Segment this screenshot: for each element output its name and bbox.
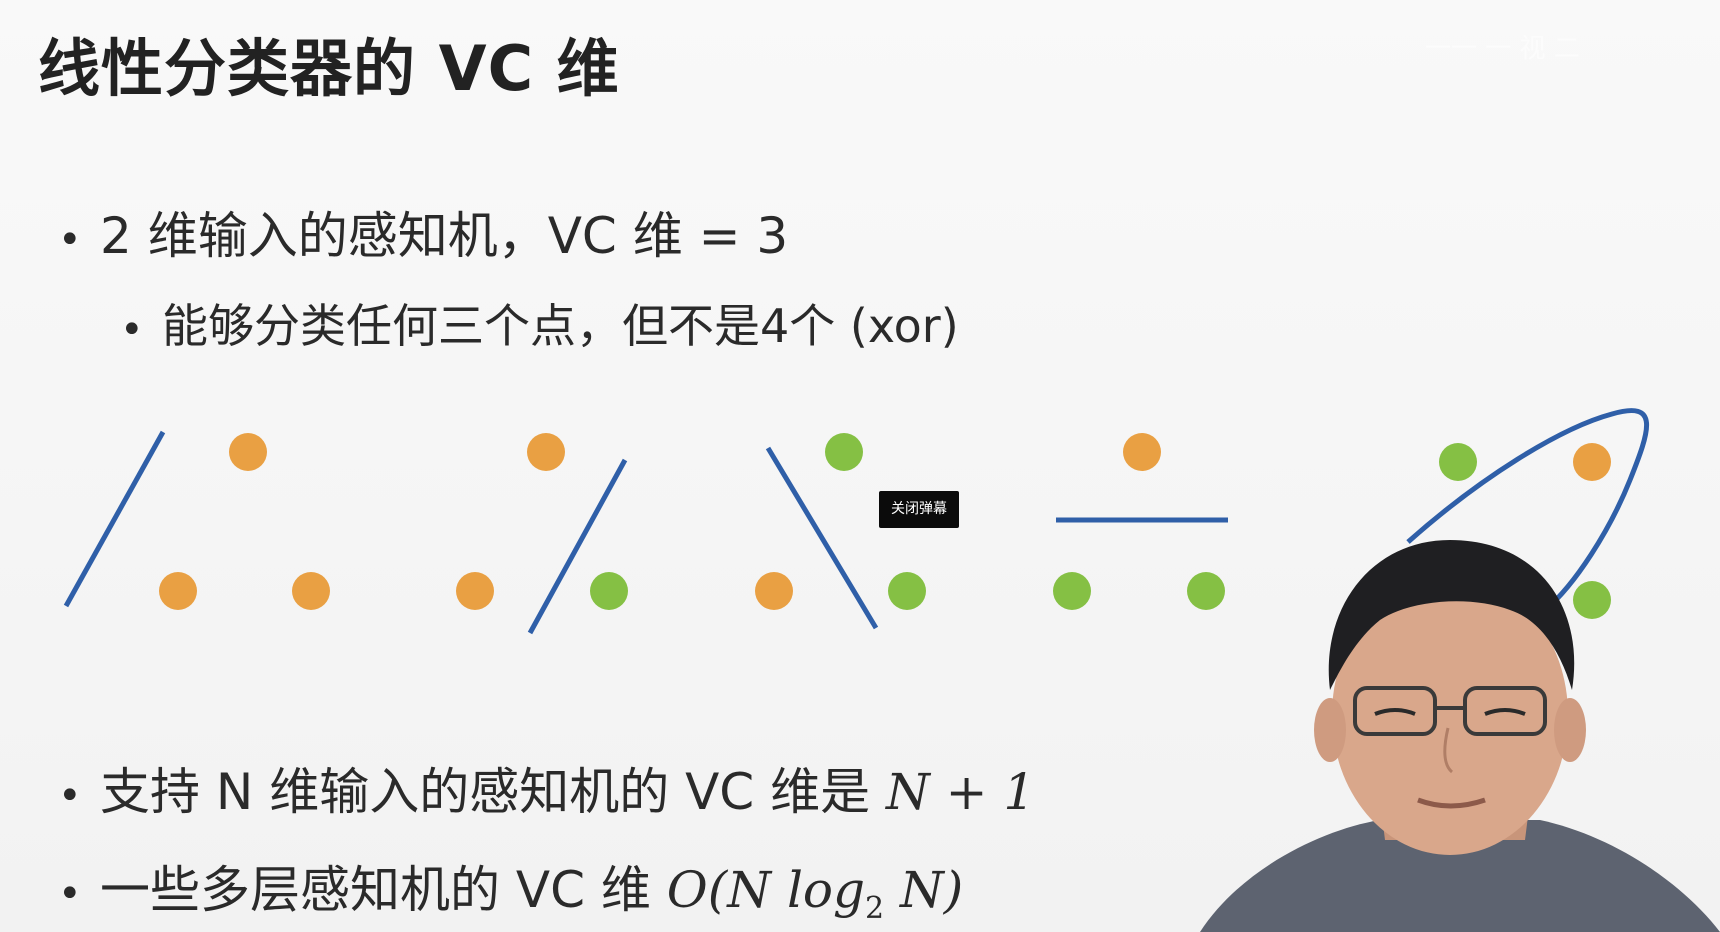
bullet-dot: •	[58, 772, 82, 819]
sub-bullet-xor: • 能够分类任何三个点，但不是4个 (xor)	[120, 290, 959, 356]
separator-line	[765, 446, 879, 630]
presenter-eye	[1484, 708, 1526, 716]
orange-point	[292, 572, 330, 610]
orange-point	[1573, 443, 1611, 481]
separator-line	[63, 430, 166, 608]
presenter-webcam	[1200, 540, 1720, 932]
bullet-dot: •	[58, 216, 82, 263]
presenter-nose	[1443, 727, 1454, 774]
green-point	[1053, 572, 1091, 610]
bullet-perceptron-nd: • 支持 N 维输入的感知机的 VC 维是 N + 1	[58, 752, 1035, 824]
math-subscript: 2	[865, 891, 885, 926]
green-point	[888, 572, 926, 610]
presenter-ear	[1554, 698, 1586, 762]
orange-point	[755, 572, 793, 610]
bullet-dot: •	[120, 306, 144, 353]
presenter-glasses-right	[1463, 686, 1547, 736]
bullet-dot: •	[58, 870, 82, 917]
close-danmaku-button[interactable]: 关闭弹幕	[879, 491, 959, 528]
orange-point	[159, 572, 197, 610]
presenter-face	[1332, 575, 1568, 855]
green-point	[1439, 443, 1477, 481]
separator-line	[527, 458, 628, 635]
presenter-shirt	[1200, 820, 1720, 932]
curved-boundary	[1406, 408, 1649, 612]
green-point	[825, 433, 863, 471]
bullet-text: 能够分类任何三个点，但不是4个 (xor)	[162, 299, 959, 353]
math-expression: O(N log2 N)	[666, 861, 964, 926]
bullet-text: 支持 N 维输入的感知机的 VC 维是	[100, 763, 886, 821]
orange-point	[456, 572, 494, 610]
presenter-mouth	[1417, 797, 1486, 809]
math-expression: N + 1	[886, 763, 1036, 821]
green-point	[1187, 572, 1225, 610]
slide-title: 线性分类器的 VC 维	[38, 32, 620, 105]
bullet-text: 一些多层感知机的 VC 维	[100, 861, 667, 919]
math-part: N)	[884, 861, 964, 919]
bullet-perceptron-2d: • 2 维输入的感知机，VC 维 = 3	[58, 196, 788, 268]
presenter-hair	[1328, 540, 1575, 690]
presenter-glasses-left	[1353, 686, 1437, 736]
orange-point	[527, 433, 565, 471]
orange-point	[1123, 433, 1161, 471]
green-point	[1573, 581, 1611, 619]
bullet-text: 2 维输入的感知机，VC 维 = 3	[100, 207, 789, 265]
presenter-eye	[1374, 708, 1416, 716]
math-part: O(N log	[666, 861, 866, 919]
green-point	[590, 572, 628, 610]
bullet-mlp: • 一些多层感知机的 VC 维 O(N log2 N)	[58, 850, 963, 926]
orange-point	[229, 433, 267, 471]
presenter-ear	[1314, 698, 1346, 762]
watermark: 一一 一 视 二	[1425, 34, 1580, 62]
